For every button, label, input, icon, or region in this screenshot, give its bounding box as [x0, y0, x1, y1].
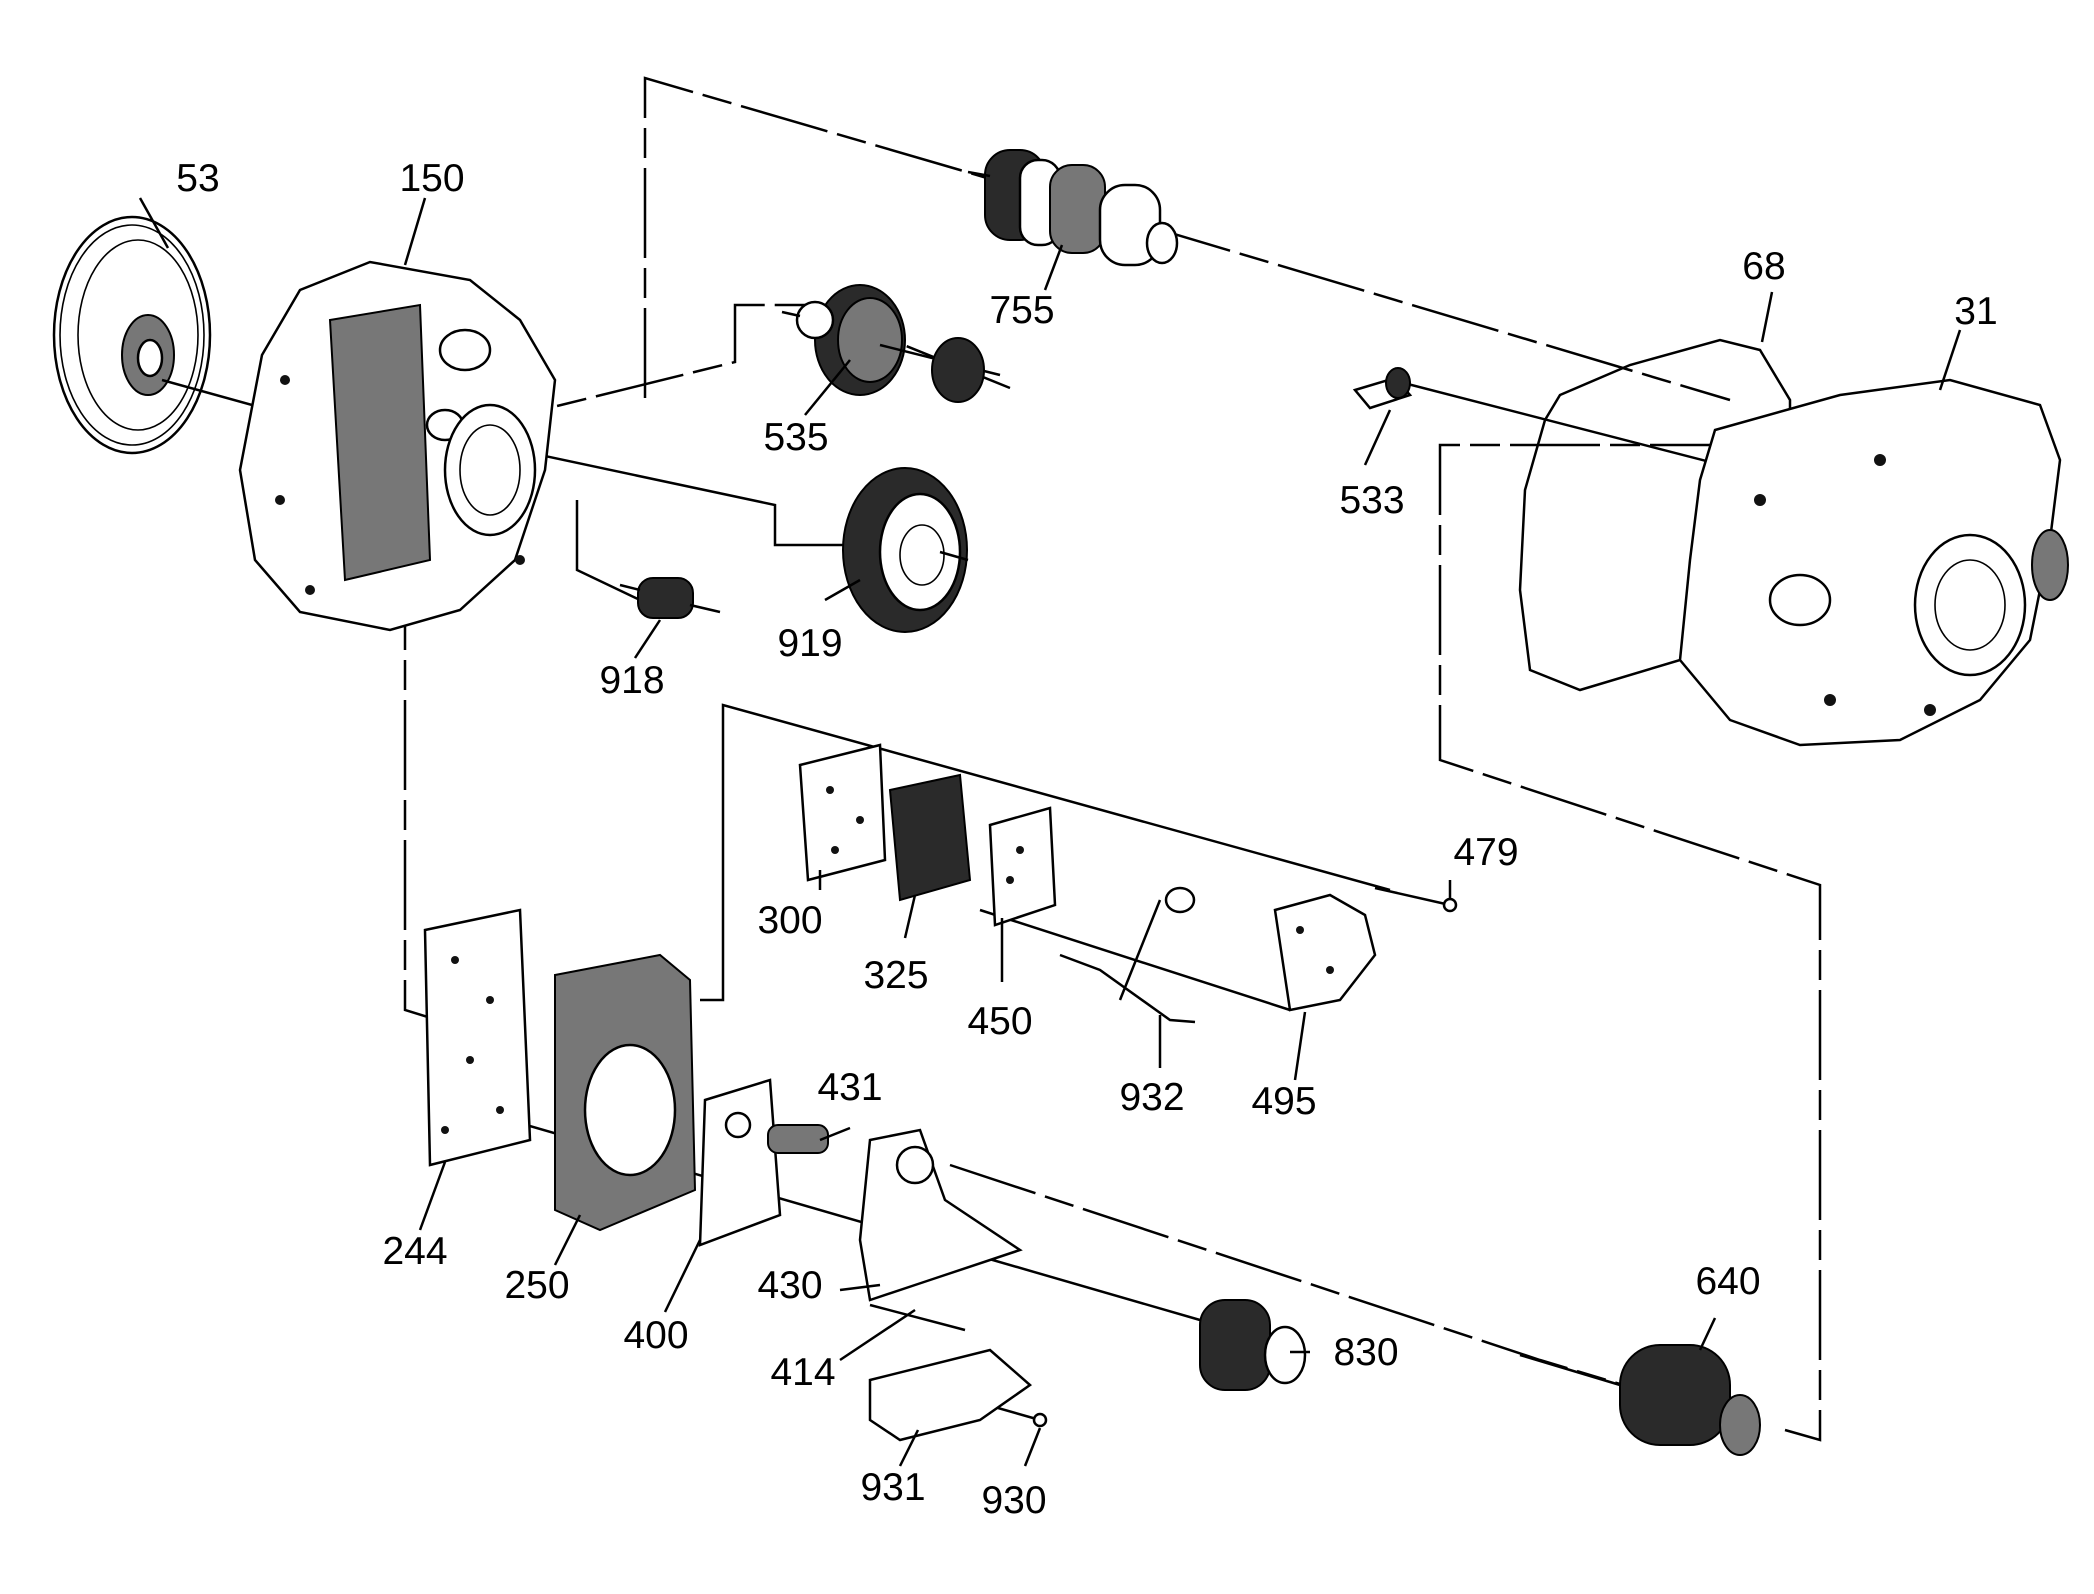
filter-931 [868, 1348, 1033, 1442]
callout-535: 535 [763, 416, 828, 459]
callout-244: 244 [382, 1230, 447, 1273]
callout-932: 932 [1119, 1076, 1184, 1119]
bolt-479 [1442, 897, 1458, 913]
bolt-930 [1032, 1412, 1048, 1428]
callout-918: 918 [599, 659, 664, 702]
gear-assembly-755 [967, 149, 1179, 267]
callout-250: 250 [504, 1264, 569, 1307]
callout-930: 930 [981, 1479, 1046, 1522]
callout-495: 495 [1251, 1080, 1316, 1123]
transmission-housing-31 [1678, 378, 2069, 747]
callout-300: 300 [757, 899, 822, 942]
leader-lines [138, 197, 1962, 1467]
spacer-plate-244 [423, 908, 532, 1167]
callout-479: 479 [1453, 831, 1518, 874]
plate-400 [698, 1078, 782, 1247]
callout-919: 919 [777, 622, 842, 665]
plate-300 [798, 743, 887, 882]
shaft-640 [1519, 1344, 1761, 1456]
callout-640: 640 [1695, 1260, 1760, 1303]
callout-830: 830 [1333, 1331, 1398, 1374]
plate-450 [988, 806, 1057, 927]
callout-31: 31 [1954, 290, 1997, 333]
callout-450: 450 [967, 1000, 1032, 1043]
callout-931: 931 [860, 1466, 925, 1509]
callout-53: 53 [176, 157, 219, 200]
valve-body-325 [888, 773, 972, 902]
case-housing [238, 260, 557, 632]
callout-431: 431 [817, 1066, 882, 1109]
differential-gear-919 [842, 467, 969, 633]
bracket-430 [858, 1128, 1023, 1302]
callout-150: 150 [399, 157, 464, 200]
shaft-918 [619, 577, 721, 619]
bearing-533 [1352, 367, 1413, 410]
gear-shaft-535 [781, 284, 1001, 403]
shift-shaft-932 [1059, 886, 1196, 1024]
torque-converter [52, 215, 271, 455]
clutch-830 [1199, 1299, 1307, 1391]
solenoid-body-495 [1273, 893, 1377, 1012]
callout-68: 68 [1742, 245, 1785, 288]
valve-body-250 [554, 953, 697, 1232]
callout-533: 533 [1339, 479, 1404, 522]
callout-414: 414 [770, 1351, 835, 1394]
shaft-431 [767, 1124, 829, 1154]
callout-labels: 53 150 755 68 31 535 533 919 918 479 300… [176, 157, 1997, 1522]
callout-755: 755 [989, 289, 1054, 332]
callout-430: 430 [757, 1264, 822, 1307]
assembly-lines [403, 76, 1822, 1442]
callout-325: 325 [863, 954, 928, 997]
callout-400: 400 [623, 1314, 688, 1357]
